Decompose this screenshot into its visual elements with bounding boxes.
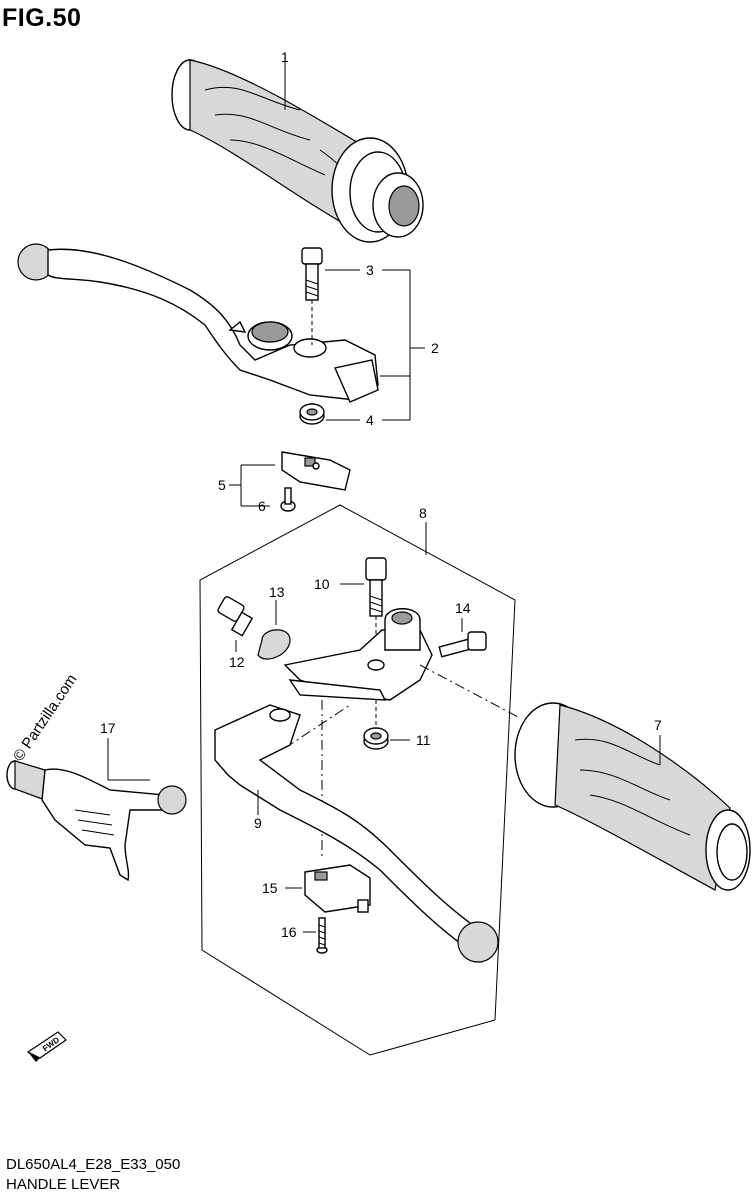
diagram-caption: HANDLE LEVER bbox=[6, 1176, 121, 1193]
callout-15: 15 bbox=[262, 880, 278, 896]
callout-12: 12 bbox=[229, 654, 245, 670]
callout-17: 17 bbox=[100, 720, 116, 736]
clutch-switch: 15 bbox=[262, 864, 371, 913]
callout-4: 4 bbox=[366, 412, 374, 428]
clutch-nut: 11 bbox=[363, 727, 431, 750]
brake-switch: 5 6 bbox=[218, 451, 351, 514]
callout-13: 13 bbox=[269, 584, 285, 600]
figure-title: FIG.50 bbox=[2, 4, 82, 32]
callout-3: 3 bbox=[366, 262, 374, 278]
left-handlebar-grip: 7 bbox=[514, 702, 751, 891]
callout-6: 6 bbox=[258, 498, 266, 514]
callout-14: 14 bbox=[455, 600, 471, 616]
clutch-lever: 9 bbox=[214, 704, 499, 963]
callout-11: 11 bbox=[416, 732, 431, 748]
adjuster-ring: 13 bbox=[257, 584, 291, 660]
assembly-axis-line-left bbox=[284, 704, 351, 749]
callout-2: 2 bbox=[431, 340, 439, 356]
adjuster-screw: 12 bbox=[217, 596, 254, 670]
callout-7: 7 bbox=[654, 717, 662, 733]
pivot-bolt: 3 bbox=[301, 247, 374, 345]
callout-10: 10 bbox=[314, 576, 330, 592]
clutch-pivot-bolt: 10 bbox=[314, 557, 387, 740]
callout-16: 16 bbox=[281, 924, 297, 940]
callout-bracket-2: 2 bbox=[380, 269, 439, 421]
callout-8: 8 bbox=[419, 505, 427, 521]
brake-lever-assembly bbox=[17, 243, 379, 403]
callout-5: 5 bbox=[218, 477, 226, 493]
diagram-code: DL650AL4_E28_E33_050 bbox=[6, 1156, 181, 1173]
callout-9: 9 bbox=[254, 815, 262, 831]
clutch-bracket bbox=[283, 608, 433, 701]
assembly-axis-line bbox=[419, 664, 521, 719]
switch-screw: 16 bbox=[281, 917, 328, 954]
lever-guard: 17 bbox=[6, 720, 187, 882]
forward-arrow-icon: FWD bbox=[26, 1031, 67, 1062]
lever-nut: 4 bbox=[299, 403, 374, 428]
clutch-assembly-frame: 8 bbox=[199, 504, 516, 1056]
throttle-grip: 1 bbox=[171, 49, 424, 243]
callout-1: 1 bbox=[281, 49, 289, 65]
bracket-bolt: 14 bbox=[438, 600, 487, 658]
